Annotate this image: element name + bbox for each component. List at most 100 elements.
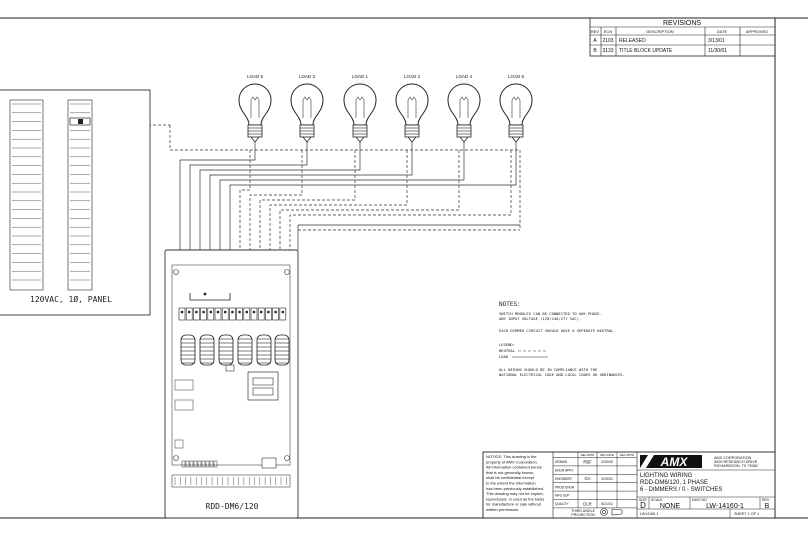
size-value: D: [640, 501, 646, 510]
approval-role: ENGR APPV: [555, 469, 574, 473]
terminal: [178, 307, 186, 321]
file-name: LW14160-1: [640, 512, 658, 516]
approval-initials: RBF: [583, 459, 592, 464]
dip-switch: [201, 460, 206, 468]
wiring-lines: [92, 120, 521, 250]
breaker-panel: 120VAC, 1Ø, PANEL: [0, 89, 151, 316]
dwg-no-label: DWG NO.: [692, 498, 708, 502]
terminal: [229, 307, 236, 321]
notice-line: NOTICE: This drawing is the: [486, 454, 537, 459]
approval-header: REV APPR: [620, 453, 634, 457]
note-1-line-1: SWITCH MODULES CAN BE CONNECTED TO ANY P…: [499, 311, 602, 316]
projection-line-2: PROJECTION: [571, 513, 595, 517]
terminal-screw: [267, 310, 270, 314]
load-3-label: LOAD 3: [299, 74, 316, 79]
terminal-screw: [274, 310, 277, 314]
drawing-title-1: LIGHTING WIRING: [640, 473, 693, 479]
notice-line: All information contained herein: [486, 465, 542, 470]
terminal: [279, 307, 287, 321]
load-2-bulb: LOAD 2: [395, 74, 429, 143]
choke: [274, 334, 290, 366]
notice-line: reproduced, or used as the basis: [486, 496, 544, 501]
notice-line: has been previously established.: [486, 486, 544, 491]
approval-role: QUALITY: [555, 502, 570, 506]
terminal: [200, 307, 207, 321]
notice-line: for manufacture or sale without: [486, 502, 542, 507]
size-label: SIZE: [639, 498, 647, 502]
revision-a-rev: A: [593, 38, 597, 44]
dip-switch-block: [181, 460, 218, 468]
projection-line-1: THIRD ANGLE: [571, 509, 596, 513]
terminal-screw: [202, 310, 205, 314]
note-2: EACH DIMMED CIRCUIT SHOULD HAVE A SEPERA…: [499, 328, 616, 333]
legend-title: LEGEND:: [499, 342, 515, 347]
dimmer-chokes: [180, 334, 290, 366]
revisions-table: REVISIONS REV ECN DESCRIPTION DATE APPRO…: [589, 17, 776, 57]
panel-label: 120VAC, 1Ø, PANEL: [30, 294, 112, 304]
description-header: DESCRIPTION: [646, 29, 673, 34]
choke: [218, 334, 234, 366]
legend-neutral: NEUTRAL: [499, 348, 516, 353]
terminal: [236, 307, 243, 321]
notes-title: NOTES:: [499, 301, 521, 308]
choke: [180, 334, 196, 366]
load-bulbs: LOAD 5 LOAD 3 LOAD 1: [238, 74, 533, 143]
breaker-toggle-icon: [78, 119, 83, 124]
notice-line: written permission.: [486, 507, 519, 512]
sheet-number: SHEET 1 OF 1: [734, 512, 759, 516]
approval-role: PROD ENGR: [555, 485, 575, 489]
notes-block: NOTES: SWITCH MODULES CAN BE CONNECTED T…: [499, 301, 625, 377]
notice-line: shall be confidential except: [486, 475, 535, 480]
terminal-screw: [209, 310, 213, 314]
approval-header: REL DATE: [600, 453, 613, 457]
revision-a-description: RELEASED: [619, 38, 646, 44]
amx-logo: AMX: [640, 455, 702, 469]
choke: [199, 334, 215, 366]
logo-text: AMX: [660, 455, 689, 469]
terminal-screw: [259, 310, 263, 314]
load-4-bulb: LOAD 4: [447, 74, 481, 143]
terminal: [185, 307, 193, 321]
terminal: [272, 307, 279, 321]
terminal: [265, 307, 272, 321]
note-3-line-1: ALL WIRING SHOULD BE IN COMPLIANCE WITH …: [499, 367, 598, 372]
dimmer-enclosure: RDD-DM6/120: [164, 249, 299, 519]
company-city: RICHARDSON, TX 75082: [714, 464, 758, 468]
terminal-screw: [187, 310, 191, 314]
notice-line: to the extent the information: [486, 481, 536, 486]
approval-role: MFG SUP: [555, 494, 570, 498]
dip-switch: [185, 460, 190, 468]
terminal-screw: [252, 310, 256, 314]
company-address: 3000 RESEARCH DRIVE: [714, 460, 758, 464]
load-6-label: LOAD 6: [508, 74, 525, 79]
choke: [256, 334, 272, 366]
approval-initials: GA: [584, 476, 590, 481]
rev-header: REV: [591, 29, 600, 34]
terminal: [207, 307, 215, 321]
load-5-label: LOAD 5: [247, 74, 264, 79]
approval-initials: DLR: [583, 501, 591, 506]
terminal-screw: [281, 310, 285, 314]
note-1-line-2: ANY INPUT VOLTAGE (120/240/277 VAC).: [499, 316, 581, 321]
revision-b-description: TITLE BLOCK UPDATE: [619, 48, 673, 54]
approval-date: 2/20/00: [601, 460, 613, 464]
load-4-label: LOAD 4: [456, 74, 473, 79]
approval-header: REL APPR: [581, 453, 595, 457]
dip-switch: [213, 460, 218, 468]
terminal-screw: [238, 310, 241, 314]
scale-value: NONE: [660, 503, 681, 510]
notice-line: property of AMX Corporation.: [486, 459, 538, 464]
terminal: [214, 307, 222, 321]
dimmer-label: RDD-DM6/120: [206, 502, 259, 511]
terminal-screw: [216, 310, 220, 314]
rev-label: REV: [762, 498, 770, 502]
note-3-line-2: NATIONAL ELECTRICAL CODE AND LOCAL CODES…: [499, 372, 625, 377]
notice-line: This drawing may not be copied,: [486, 491, 544, 496]
terminal-screw: [231, 310, 234, 314]
terminal: [250, 307, 258, 321]
revision-letter: B: [765, 503, 770, 510]
